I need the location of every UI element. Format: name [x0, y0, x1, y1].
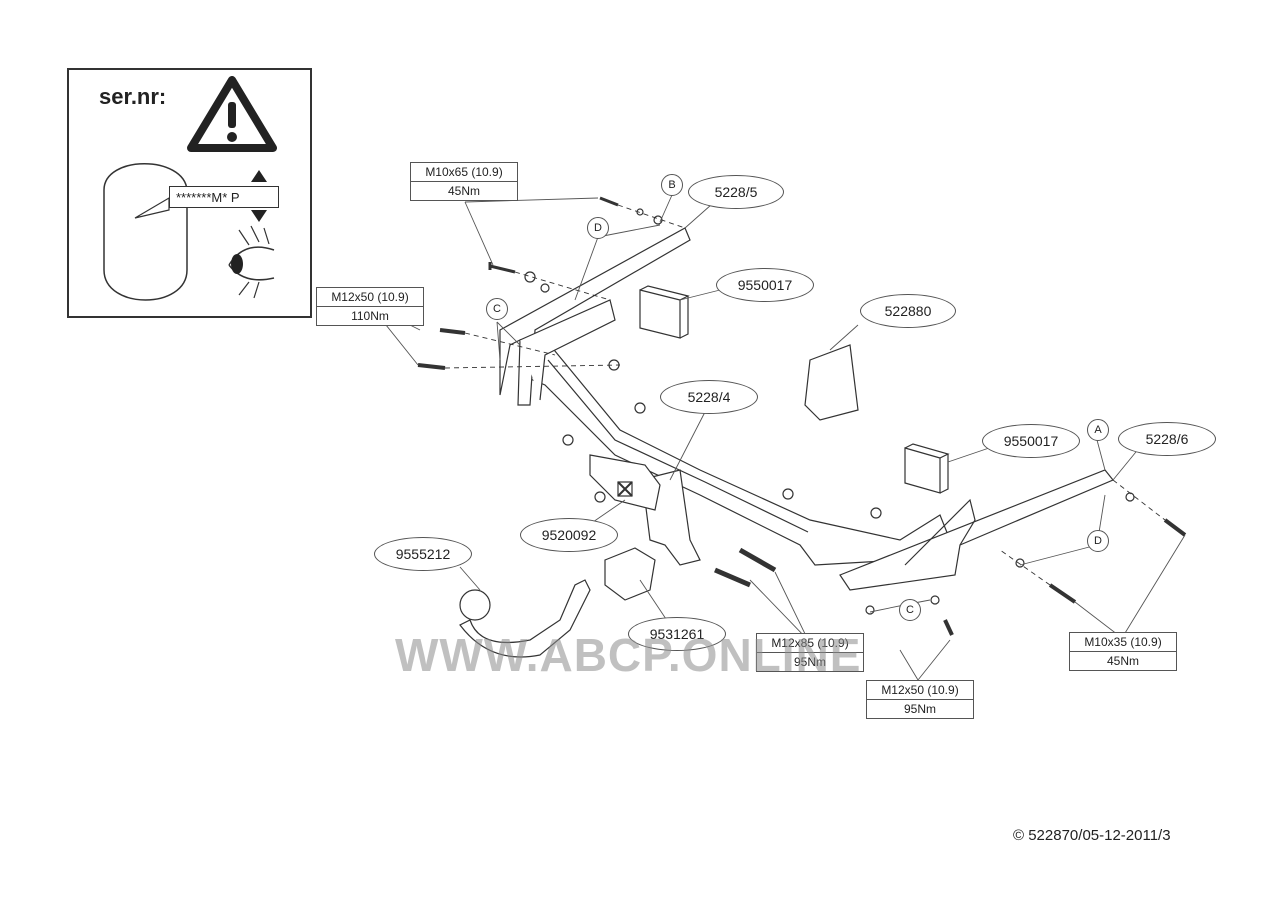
bolt-spec: M10x65 (10.9) — [411, 163, 517, 182]
torque-box-m10x65: M10x65 (10.9) 45Nm — [410, 162, 518, 201]
point-marker-c-left: C — [486, 298, 508, 320]
part-label-9520092: 9520092 — [520, 518, 618, 552]
bolt-spec: M12x50 (10.9) — [867, 681, 973, 700]
packet-9550017-right — [904, 447, 941, 494]
part-label-5228-6: 5228/6 — [1118, 422, 1216, 456]
serial-number-text: *******M* P — [169, 186, 279, 208]
torque-box-m12x85: M12x85 (10.9) 95Nm — [756, 633, 864, 672]
serial-number-label: ser.nr: — [99, 84, 167, 109]
part-label-9550017-top: 9550017 — [716, 268, 814, 302]
point-marker-d-left: D — [587, 217, 609, 239]
point-marker-b: B — [661, 174, 683, 196]
eye-icon — [228, 225, 275, 299]
part-label-522880: 522880 — [860, 294, 956, 328]
electric-socket — [604, 547, 656, 601]
watermark: WWW.ABCP.ONLINE — [395, 629, 862, 681]
torque-value: 95Nm — [903, 702, 936, 716]
torque-box-m12x50-top: M12x50 (10.9) 110Nm — [316, 287, 424, 326]
point-marker-c-bottom: C — [899, 599, 921, 621]
tow-neck — [459, 579, 591, 658]
bracket-5228-5 — [499, 227, 691, 406]
torque-value: 45Nm — [447, 184, 480, 198]
bolt-spec: M10x35 (10.9) — [1070, 633, 1176, 652]
part-label-5228-5: 5228/5 — [688, 175, 784, 209]
point-marker-d-right: D — [1087, 530, 1109, 552]
part-label-9555212: 9555212 — [374, 537, 472, 571]
part-label-9531261: 9531261 — [628, 617, 726, 651]
part-label-9550017-right: 9550017 — [982, 424, 1080, 458]
bolt-spec: M12x85 (10.9) — [757, 634, 863, 653]
tow-ball — [459, 589, 491, 621]
bolt-spec: M12x50 (10.9) — [317, 288, 423, 307]
torque-value: 110Nm — [351, 309, 389, 323]
serial-number-warning-box: ser.nr: *******M* P — [67, 68, 312, 318]
bracket-5228-6 — [839, 469, 1114, 591]
point-marker-a: A — [1087, 419, 1109, 441]
plate-outline-icon — [103, 163, 267, 301]
torque-value: 45Nm — [1106, 654, 1139, 668]
torque-box-m12x50-bottom: M12x50 (10.9) 95Nm — [866, 680, 974, 719]
warning-triangle-icon — [187, 76, 277, 152]
hardware-bag-522880 — [804, 344, 859, 421]
torque-value: 95Nm — [793, 655, 826, 669]
copyright-note: © 522870/05-12-2011/3 — [1013, 827, 1171, 844]
packet-9550017-top — [639, 289, 681, 339]
part-label-5228-4: 5228/4 — [660, 380, 758, 414]
torque-box-m10x35: M10x35 (10.9) 45Nm — [1069, 632, 1177, 671]
